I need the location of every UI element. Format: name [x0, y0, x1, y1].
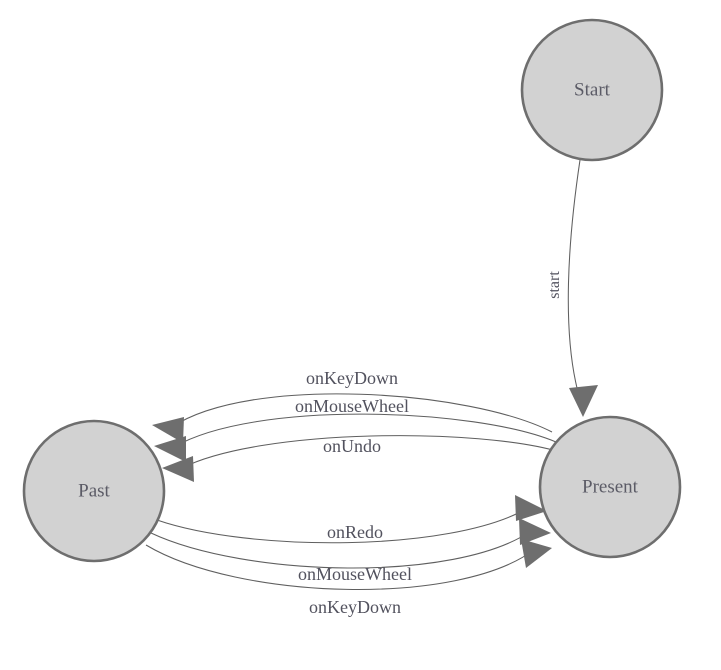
arrowhead-past-to-present-onmousewheel: [519, 518, 551, 545]
edge-past-to-present-onmousewheel-path: [150, 530, 532, 569]
edge-present-to-past-onundo[interactable]: onUndo: [162, 435, 561, 482]
edge-past-to-present-onkeydown[interactable]: onKeyDown: [145, 539, 552, 617]
arrowhead-present-to-past-onmousewheel: [154, 436, 186, 462]
edge-label-top-onkeydown: onKeyDown: [306, 368, 398, 388]
edge-past-to-present-onmousewheel[interactable]: onMouseWheel: [150, 518, 551, 584]
arrowhead-start-to-present: [569, 385, 598, 417]
node-start-label: Start: [574, 80, 611, 101]
edge-label-bottom-onmousewheel: onMouseWheel: [298, 564, 412, 584]
arrowhead-past-to-present-onkeydown: [521, 539, 552, 568]
edge-start-to-present[interactable]: start: [546, 159, 598, 417]
edge-label-top-onundo: onUndo: [323, 436, 381, 456]
edge-present-to-past-onkeydown-path: [171, 393, 553, 433]
arrowhead-present-to-past-onkeydown: [152, 417, 184, 443]
edge-present-to-past-onmousewheel[interactable]: onMouseWheel: [154, 396, 557, 462]
edge-start-to-present-path: [567, 159, 581, 393]
edge-label-bottom-onkeydown: onKeyDown: [309, 597, 401, 617]
edge-present-to-past-onkeydown[interactable]: onKeyDown: [152, 368, 553, 443]
node-present[interactable]: Present: [538, 415, 682, 559]
node-start[interactable]: Start: [520, 18, 664, 162]
edge-label-top-onmousewheel: onMouseWheel: [295, 396, 409, 416]
arrowhead-past-to-present-onredo: [515, 495, 547, 521]
edge-label-start: start: [546, 271, 563, 299]
edge-past-to-present-onredo-path: [156, 508, 527, 544]
edge-present-to-past-onundo-path: [181, 435, 561, 469]
edge-past-to-present-onredo[interactable]: onRedo: [156, 495, 547, 544]
node-past-circle[interactable]: [22, 419, 166, 563]
arrowhead-present-to-past-onundo: [162, 456, 194, 482]
edge-label-bottom-onredo: onRedo: [327, 522, 383, 542]
node-present-circle[interactable]: [538, 415, 682, 559]
node-past[interactable]: Past: [22, 419, 166, 563]
edge-present-to-past-onmousewheel-path: [173, 413, 557, 448]
node-past-label: Past: [78, 481, 110, 502]
node-start-circle[interactable]: [520, 18, 664, 162]
node-present-label: Present: [582, 477, 639, 498]
edge-past-to-present-onkeydown-path: [145, 544, 536, 591]
